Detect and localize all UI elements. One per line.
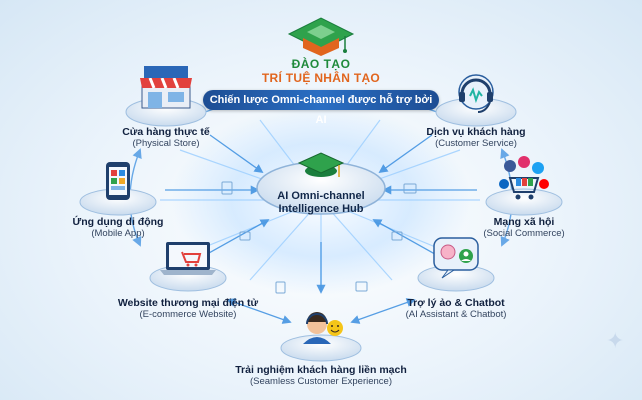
strategy-banner: Chiến lược Omni-channel được hỗ trợ bởi … <box>203 90 439 126</box>
node-mobile-app: Ứng dụng di động (Mobile App) <box>50 216 186 240</box>
headset-icon <box>458 74 494 113</box>
node-social-commerce: Mạng xã hội (Social Commerce) <box>456 216 592 240</box>
storefront-icon <box>140 66 192 109</box>
social-cart-icon <box>499 156 549 200</box>
node-seamless-experience: Trải nghiệm khách hàng liền mạch (Seamle… <box>221 364 421 388</box>
hub-cap-icon <box>297 152 345 177</box>
laptop-cart-icon <box>160 242 216 275</box>
node-ecommerce-website: Website thương mại điện tử (E-commerce W… <box>110 297 266 321</box>
node-title: Ứng dụng di động <box>72 216 164 228</box>
node-customer-service: Dịch vụ khách hàng (Customer Service) <box>408 126 544 150</box>
hub-line1: AI Omni-channel <box>277 190 365 202</box>
node-ai-assistant: Trợ lý ảo & Chatbot (AI Assistant & Chat… <box>384 297 528 321</box>
brand-title: ĐÀO TẠO TRÍ TUỆ NHÂN TẠO <box>221 57 421 85</box>
sparkle-icon: ✦ <box>606 328 625 353</box>
node-subtitle: (AI Assistant & Chatbot) <box>405 309 507 320</box>
node-subtitle: (E-commerce Website) <box>139 309 237 320</box>
node-subtitle: (Seamless Customer Experience) <box>249 376 393 387</box>
node-physical-store: Cửa hàng thực tế (Physical Store) <box>98 126 234 150</box>
node-title: Trợ lý ảo & Chatbot <box>407 297 505 309</box>
hub-line2: Intelligence Hub <box>278 203 364 215</box>
node-title: Website thương mại điện tử <box>117 297 259 309</box>
brand-line1: ĐÀO TẠO <box>291 57 351 71</box>
brand-line2: TRÍ TUỆ NHÂN TẠO <box>261 71 381 85</box>
hub-label: AI Omni-channel Intelligence Hub <box>262 190 380 216</box>
node-subtitle: (Physical Store) <box>132 138 200 149</box>
graduation-cap-logo <box>287 17 355 56</box>
customer-agent-icon <box>303 312 343 344</box>
node-title: Trải nghiệm khách hàng liền mạch <box>235 364 407 376</box>
node-title: Mạng xã hội <box>493 216 555 228</box>
node-title: Dịch vụ khách hàng <box>426 126 526 138</box>
smartphone-shop-icon <box>106 162 130 200</box>
node-subtitle: (Mobile App) <box>91 228 145 239</box>
hub-arrows <box>165 134 477 324</box>
node-subtitle: (Social Commerce) <box>483 228 565 239</box>
node-subtitle: (Customer Service) <box>435 138 517 149</box>
chatbot-brain-icon <box>433 237 479 279</box>
node-title: Cửa hàng thực tế <box>122 126 210 138</box>
floating-icons <box>221 181 417 294</box>
